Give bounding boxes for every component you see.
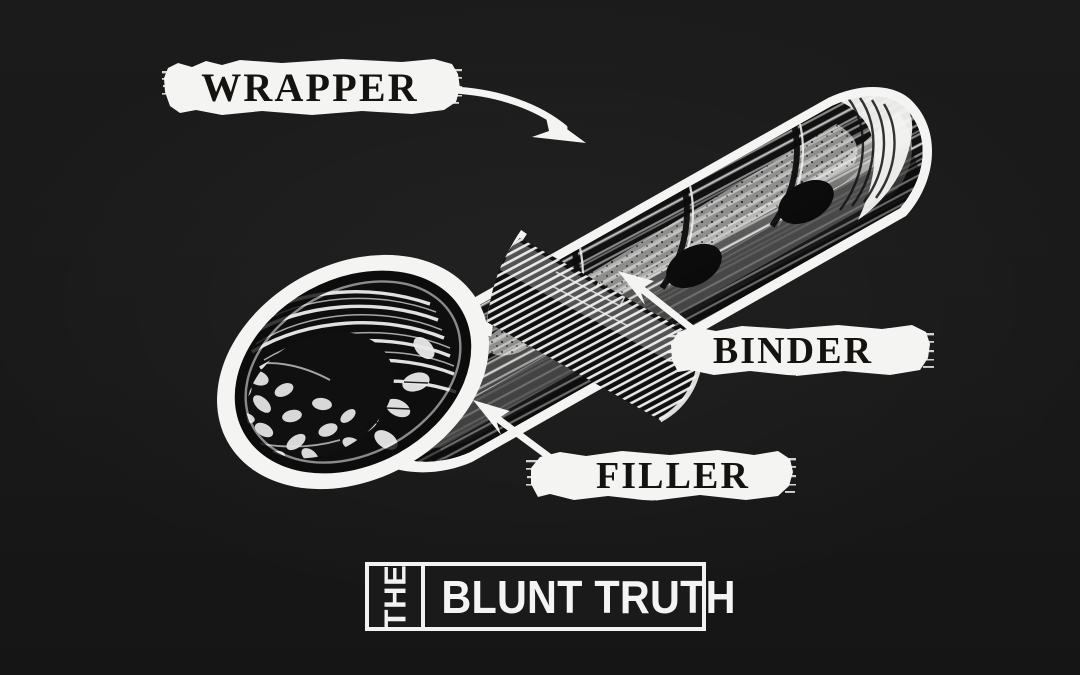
- binder-arrow: [618, 271, 704, 339]
- binder-brush-stroke: [668, 325, 934, 377]
- cigar-tip: [828, 89, 913, 220]
- label-wrapper-text: WRAPPER: [201, 65, 419, 110]
- label-filler-text: FILLER: [595, 455, 751, 497]
- logo-the-box: THE: [369, 564, 425, 629]
- brand-logo: THE BLUNT TRUTH: [365, 562, 735, 631]
- filler-brush-stroke: [526, 450, 796, 502]
- wrapper-arrow: [448, 86, 586, 143]
- callout-arrows: [448, 86, 704, 466]
- label-binder: BINDER: [668, 320, 934, 380]
- label-wrapper: WRAPPER: [162, 54, 462, 120]
- logo-name-text: BLUNT TRUTH: [441, 570, 736, 623]
- filler-arrow: [473, 400, 560, 466]
- logo-name-box: BLUNT TRUTH: [425, 566, 752, 627]
- logo-the-text: THE: [377, 564, 413, 629]
- label-filler: FILLER: [526, 446, 796, 504]
- cigar-filler-part: [210, 254, 500, 490]
- label-binder-text: BINDER: [712, 330, 874, 372]
- wrapper-brush-stroke: [162, 59, 462, 117]
